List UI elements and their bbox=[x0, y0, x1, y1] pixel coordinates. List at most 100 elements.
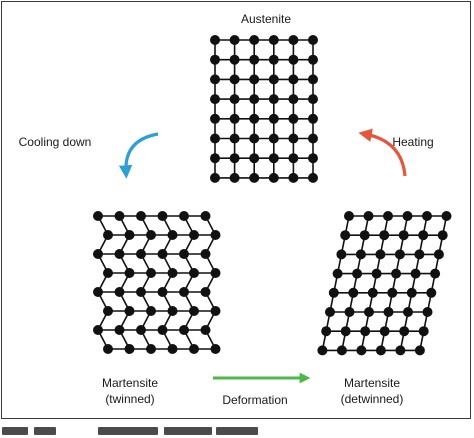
martensite-twinned-atom bbox=[136, 211, 146, 221]
martensite-twinned-atom bbox=[103, 344, 113, 354]
martensite-twinned-atom bbox=[136, 325, 146, 335]
martensite-detwinned-atom bbox=[379, 230, 390, 241]
martensite-twinned-atom bbox=[179, 249, 189, 259]
martensite-detwinned-sublabel: (detwinned) bbox=[341, 392, 404, 406]
martensite-twinned-atom bbox=[210, 344, 221, 354]
martensite-twinned-atom bbox=[124, 344, 135, 354]
martensite-twinned-atom bbox=[200, 287, 211, 297]
heating-label: Heating bbox=[392, 135, 433, 149]
martensite-twinned-atom bbox=[124, 268, 135, 278]
austenite-atom bbox=[288, 172, 299, 183]
austenite-atom bbox=[210, 35, 220, 45]
martensite-detwinned-atom bbox=[414, 249, 425, 260]
austenite-lattice bbox=[210, 35, 318, 183]
martensite-detwinned-atom bbox=[340, 326, 351, 337]
martensite-twinned-atom bbox=[189, 344, 199, 354]
austenite-atom bbox=[229, 172, 240, 183]
austenite-atom bbox=[229, 35, 240, 45]
clipped-caption bbox=[0, 426, 474, 438]
martensite-twinned-atom bbox=[93, 287, 103, 297]
martensite-twinned-atom bbox=[200, 249, 211, 259]
martensite-detwinned-atom bbox=[398, 230, 409, 241]
cooling-arrow bbox=[118, 132, 159, 179]
austenite-atom bbox=[229, 113, 240, 124]
austenite-atom bbox=[210, 153, 220, 164]
martensite-twinned-atom bbox=[114, 325, 125, 335]
martensite-twinned-atom bbox=[157, 211, 168, 221]
martensite-detwinned-atom bbox=[387, 287, 398, 298]
martensite-twinned-atom bbox=[146, 230, 156, 240]
martensite-twinned-atom bbox=[93, 211, 103, 221]
austenite-atom bbox=[268, 54, 279, 65]
austenite-atom bbox=[268, 94, 279, 105]
martensite-detwinned-atom bbox=[383, 211, 393, 221]
austenite-atom bbox=[288, 153, 299, 164]
figure-frame bbox=[1, 1, 471, 419]
austenite-atom bbox=[249, 172, 260, 183]
austenite-atom bbox=[308, 133, 318, 144]
martensite-twinned-atom bbox=[136, 249, 146, 259]
martensite-twinned-atom bbox=[114, 211, 125, 221]
austenite-atom bbox=[288, 35, 299, 45]
martensite-twinned-atom bbox=[200, 211, 211, 221]
austenite-atom bbox=[210, 133, 220, 144]
martensite-twinned-atom bbox=[179, 325, 189, 335]
martensite-detwinned-atom bbox=[433, 249, 444, 260]
martensite-detwinned-atom bbox=[363, 211, 374, 221]
martensite-detwinned-atom bbox=[426, 287, 437, 298]
austenite-atom bbox=[229, 153, 240, 164]
austenite-atom bbox=[268, 153, 279, 164]
martensite-detwinned-atom bbox=[344, 211, 354, 221]
heating-arrow bbox=[358, 128, 407, 177]
austenite-atom bbox=[249, 113, 260, 124]
martensite-detwinned-atom bbox=[422, 211, 432, 221]
austenite-atom bbox=[249, 74, 260, 85]
austenite-atom bbox=[249, 54, 260, 65]
martensite-twinned-atom bbox=[114, 287, 125, 297]
martensite-detwinned-atom bbox=[360, 326, 371, 337]
martensite-detwinned-atom bbox=[340, 230, 351, 241]
cooling-label: Cooling down bbox=[19, 135, 92, 149]
martensite-twinned-atom bbox=[167, 230, 178, 240]
martensite-twinned-atom bbox=[146, 268, 156, 278]
martensite-detwinned-atom bbox=[321, 326, 332, 337]
martensite-detwinned-atom bbox=[355, 249, 366, 260]
martensite-twinned-atom bbox=[189, 230, 199, 240]
austenite-atom bbox=[308, 74, 318, 85]
austenite-atom bbox=[210, 94, 220, 105]
martensite-twinned-atom bbox=[200, 325, 211, 335]
martensite-twinned-atom bbox=[146, 344, 156, 354]
martensite-detwinned-atom bbox=[406, 287, 417, 298]
austenite-atom bbox=[229, 74, 240, 85]
martensite-detwinned-atom bbox=[375, 345, 386, 356]
martensite-twinned-lattice bbox=[93, 211, 221, 354]
austenite-atom bbox=[229, 54, 240, 65]
martensite-detwinned-atom bbox=[344, 307, 355, 317]
martensite-detwinned-label: Martensite bbox=[344, 376, 400, 390]
martensite-detwinned-atom bbox=[356, 345, 367, 356]
martensite-detwinned-atom bbox=[394, 249, 405, 260]
austenite-atom bbox=[288, 113, 299, 124]
martensite-twinned-atom bbox=[157, 287, 168, 297]
martensite-detwinned-atom bbox=[367, 287, 378, 298]
austenite-atom bbox=[249, 133, 260, 144]
martensite-twinned-atom bbox=[124, 306, 135, 316]
martensite-twinned-atom bbox=[93, 325, 103, 335]
austenite-atom bbox=[229, 133, 240, 144]
austenite-atom bbox=[288, 74, 299, 85]
martensite-detwinned-atom bbox=[325, 307, 335, 317]
austenite-atom bbox=[308, 153, 318, 164]
martensite-twinned-atom bbox=[136, 287, 146, 297]
martensite-twinned-atom bbox=[103, 268, 113, 278]
martensite-detwinned-atom bbox=[403, 307, 413, 317]
martensite-twinned-atom bbox=[210, 306, 221, 316]
austenite-atom bbox=[288, 94, 299, 105]
martensite-detwinned-atom bbox=[336, 345, 347, 356]
austenite-atom bbox=[210, 172, 220, 183]
austenite-atom bbox=[268, 113, 279, 124]
martensite-detwinned-atom bbox=[410, 268, 421, 279]
martensite-twinned-atom bbox=[167, 344, 178, 354]
martensite-twinned-atom bbox=[179, 211, 189, 221]
austenite-atom bbox=[210, 74, 220, 85]
austenite-atom bbox=[268, 133, 279, 144]
